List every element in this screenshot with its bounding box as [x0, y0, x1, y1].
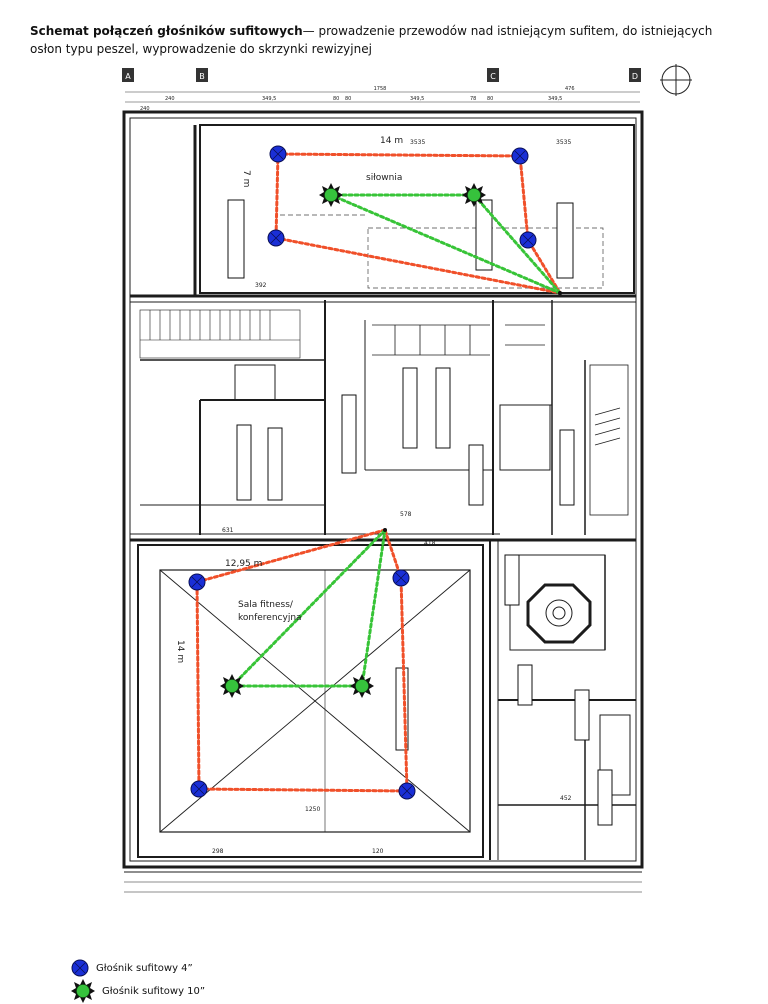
axis-c-label: C [490, 72, 496, 81]
sauna-icon [526, 583, 592, 644]
speaker-small-icon [71, 959, 89, 977]
gym-width-label: 14 m [380, 136, 403, 146]
top-dim-3: 80 [333, 96, 339, 102]
dim-3535-b: 3535 [556, 139, 571, 146]
dim-298: 298 [212, 848, 224, 855]
top-dim-0: 240 [165, 96, 175, 102]
plan-dimension-labels: 3535 3535 392 631 578 418 1250 452 298 1… [212, 139, 572, 855]
legend-large-label: Głośnik sufitowy 10” [102, 985, 206, 997]
top-dim-2: 349,5 [262, 96, 276, 102]
speaker-small-icon [398, 782, 416, 800]
speaker-large-icon [462, 183, 486, 207]
dim-120: 120 [372, 848, 384, 855]
caption-text: — prowadzenie przewodów nad istniejącym … [30, 24, 713, 56]
speaker-large-icon [220, 674, 244, 698]
axis-a-label: A [125, 72, 131, 81]
speaker-small-icon [392, 569, 410, 587]
top-dim-6: 78 [470, 96, 476, 102]
axis-c: C [487, 68, 499, 82]
speaker-large-icon [71, 979, 95, 1003]
dim-578: 578 [400, 511, 412, 518]
top-dimensions: 1758 240 240 349,5 80 80 349,5 78 80 476… [125, 86, 640, 112]
legend-small-speaker: Głośnik sufitowy 4” [70, 958, 193, 978]
north-arrow-icon [660, 64, 692, 96]
room-labels: siłownia Sala fitness/ konferencyjna 14 … [175, 136, 403, 663]
fitness-width-label: 12,95 m [225, 559, 262, 569]
total-width-label: 1758 [374, 86, 387, 92]
gym-height-label: 7 m [241, 170, 251, 187]
dim-452: 452 [560, 795, 572, 802]
equipment-tags [227, 199, 613, 826]
junction-boxes [383, 291, 562, 532]
axis-b-label: B [199, 72, 205, 81]
speaker-large-icon [350, 674, 374, 698]
room-label-gym: siłownia [366, 173, 402, 183]
speaker-small-icon [269, 145, 287, 163]
room-label-fitness-1: Sala fitness/ [238, 600, 294, 610]
gym-ceiling-grid [280, 214, 604, 289]
large-speakers [220, 183, 486, 698]
axis-d-label: D [632, 72, 638, 81]
speaker-small-icon [519, 231, 537, 249]
room-label-fitness-2: konferencyjna [238, 613, 302, 623]
axis-a: A [122, 68, 134, 82]
speaker-small-icon [267, 229, 285, 247]
top-dim-7: 80 [487, 96, 493, 102]
caption-title: Schemat połączeń głośników sufitowych [30, 24, 303, 38]
speaker-small-icon [188, 573, 206, 591]
top-dim-9: 349,5 [548, 96, 562, 102]
dim-3535-a: 3535 [410, 139, 425, 146]
top-dim-5: 349,5 [410, 96, 424, 102]
diagram-caption: Schemat połączeń głośników sufitowych— p… [30, 22, 730, 58]
dim-631: 631 [222, 527, 234, 534]
fitness-height-label: 14 m [175, 640, 185, 663]
top-dim-4: 80 [345, 96, 351, 102]
axis-b: B [196, 68, 208, 82]
top-dim-1: 240 [140, 106, 150, 112]
axis-d: D [629, 68, 641, 82]
speaker-small-icon [511, 147, 529, 165]
legend-small-label: Głośnik sufitowy 4” [96, 962, 193, 974]
speaker-large-icon [319, 183, 343, 207]
small-speakers [188, 145, 537, 800]
axis-markers: A B C D [122, 64, 692, 96]
legend-large-speaker: Głośnik sufitowy 10” [70, 978, 205, 1004]
dim-392: 392 [255, 282, 267, 289]
building-walls [122, 110, 644, 893]
speaker-small-icon [190, 780, 208, 798]
dim-1250: 1250 [305, 806, 320, 813]
top-dim-8: 476 [565, 86, 575, 92]
dim-418: 418 [424, 540, 436, 547]
